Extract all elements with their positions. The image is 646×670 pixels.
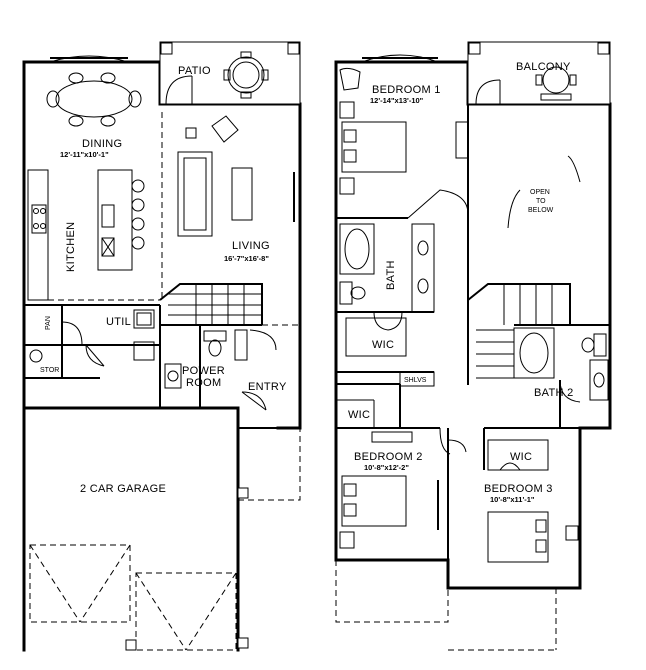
shlvs-label: SHLVS (404, 377, 427, 384)
dining-dims: 12'-11"x10'-1" (60, 150, 109, 159)
entry-label: ENTRY (248, 381, 287, 393)
wic3-label: WIC (510, 451, 532, 463)
patio-label: PATIO (178, 65, 211, 77)
power-room-label-2: ROOM (186, 377, 221, 389)
power-room-label-1: POWER (182, 365, 225, 377)
wic1-label: WIC (372, 339, 394, 351)
util-label: UTIL (106, 316, 131, 328)
bedroom1-label: BEDROOM 1 (372, 84, 441, 96)
bedroom3-dims: 10'-8"x11'-1" (490, 495, 535, 504)
balcony-label: BALCONY (516, 61, 571, 73)
bath1-label: BATH (385, 260, 397, 290)
stor-label: STOR (40, 367, 59, 374)
bath2-label: BATH 2 (534, 387, 574, 399)
bedroom2-label: BEDROOM 2 (354, 451, 423, 463)
living-dims: 16'-7"x16'-8" (224, 254, 269, 263)
bedroom3-label: BEDROOM 3 (484, 483, 553, 495)
bedroom1-dims: 12'-14"x13'-10" (370, 96, 424, 105)
bedroom2-dims: 10'-8"x12'-2" (364, 463, 409, 472)
kitchen-label: KITCHEN (65, 222, 77, 272)
open-below-label-3: BELOW (528, 207, 554, 214)
wic2-label: WIC (348, 409, 370, 421)
garage-label: 2 CAR GARAGE (80, 483, 166, 495)
second-floor-plan (334, 41, 612, 651)
open-below-label-1: OPEN (530, 189, 550, 196)
open-below-label-2: TO (536, 198, 546, 205)
living-label: LIVING (232, 240, 270, 252)
first-floor-plan (22, 41, 302, 652)
dining-label: DINING (82, 138, 122, 150)
pan-label: PAN (45, 316, 52, 330)
